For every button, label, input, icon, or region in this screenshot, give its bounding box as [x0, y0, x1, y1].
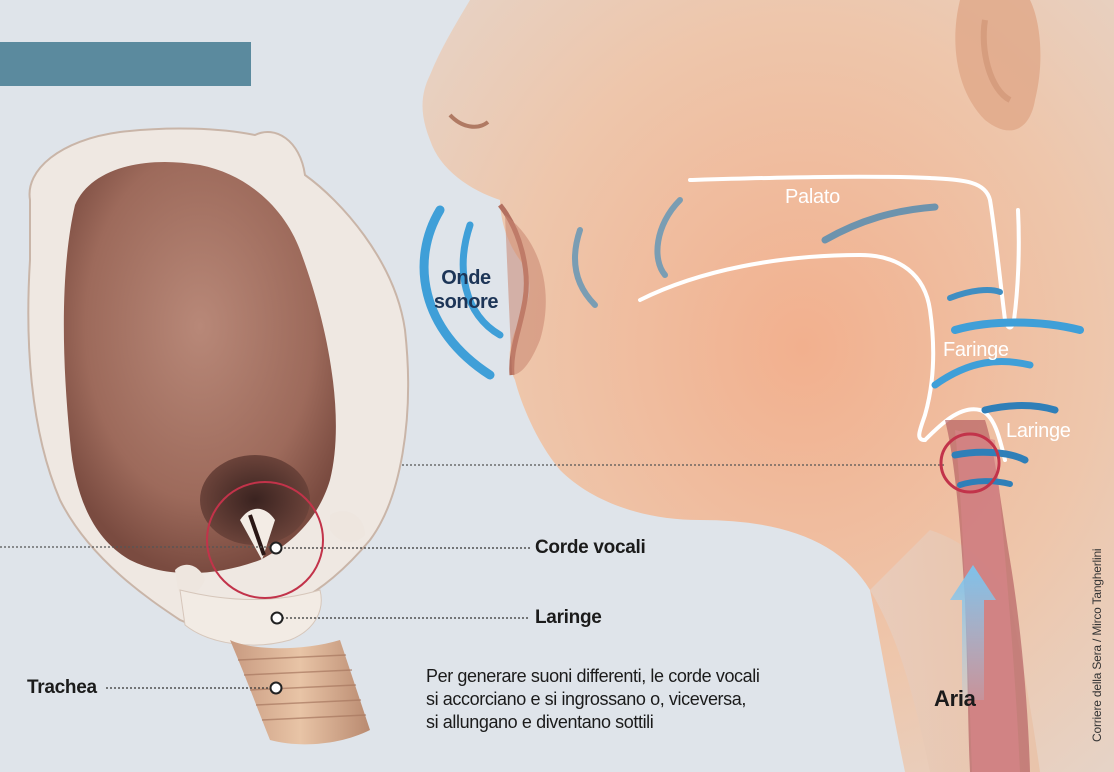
label-palato: Palato	[785, 186, 840, 209]
label-aria: Aria	[934, 686, 976, 712]
marker-laringe	[272, 613, 283, 624]
larynx-illustration	[28, 128, 408, 744]
marker-corde-vocali	[271, 543, 282, 554]
description-line-1: Per generare suoni differenti, le corde …	[426, 665, 759, 688]
description-line-2: si accorciano e si ingrossano o, vicever…	[426, 688, 759, 711]
label-onde-sonore: Onde sonore	[430, 266, 502, 314]
label-laringe: Laringe	[535, 607, 602, 629]
label-onde-line2: sonore	[430, 290, 502, 314]
description-text: Per generare suoni differenti, le corde …	[426, 665, 759, 734]
label-corde-vocali: Corde vocali	[535, 537, 645, 559]
credit-text: Corriere della Sera / Mirco Tangherlini	[1090, 549, 1104, 742]
description-line-3: si allungano e diventano sottili	[426, 711, 759, 734]
marker-trachea	[271, 683, 282, 694]
label-trachea: Trachea	[27, 677, 97, 699]
label-laringe-right: Laringe	[1006, 420, 1071, 443]
label-faringe: Faringe	[943, 339, 1009, 362]
label-onde-line1: Onde	[430, 266, 502, 290]
